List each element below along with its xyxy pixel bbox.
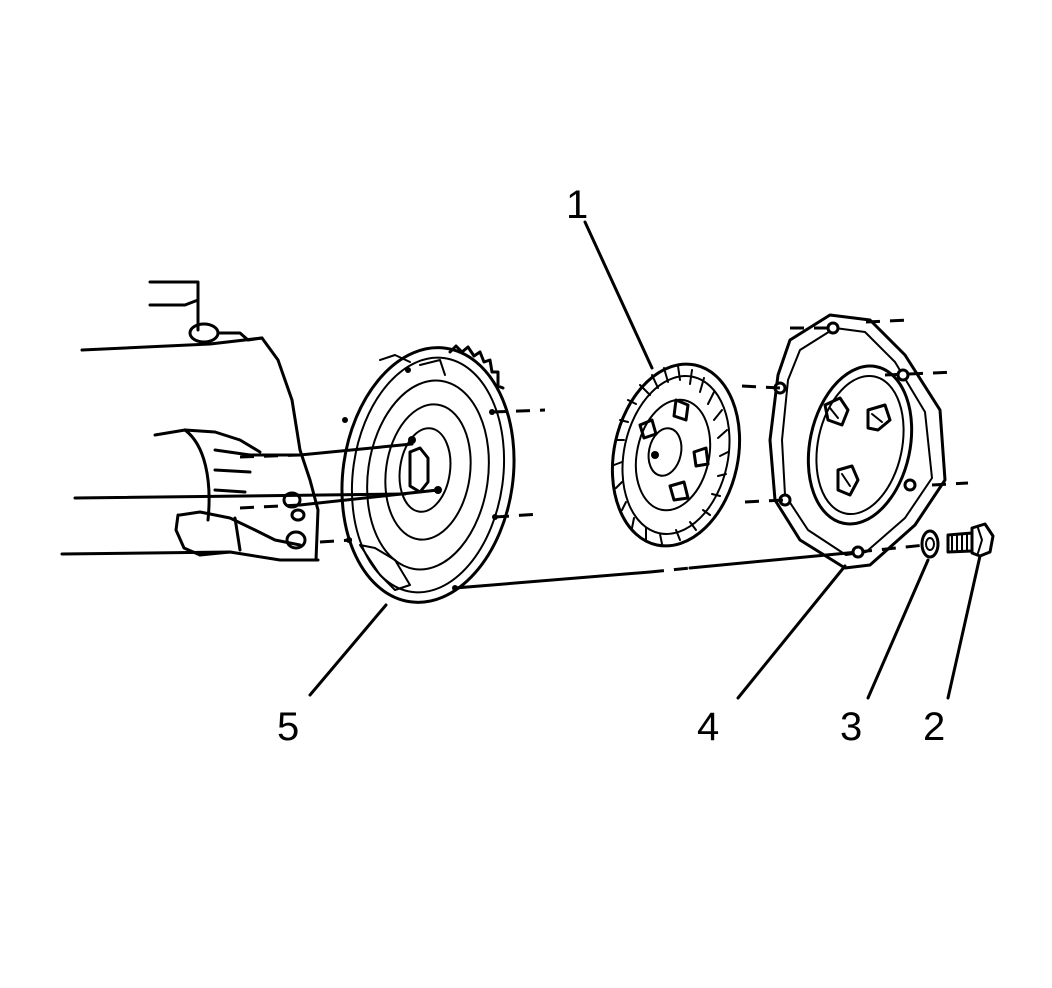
leader-lines <box>308 220 982 700</box>
engine-block <box>60 280 407 562</box>
flywheel <box>340 344 516 604</box>
pressure-plate <box>768 313 947 570</box>
callout-1-label: 1 <box>566 183 588 227</box>
callout-2-label: 2 <box>923 705 945 749</box>
callout-5-label: 5 <box>277 705 299 749</box>
bolt <box>946 522 995 558</box>
callout-4-label: 4 <box>697 705 719 749</box>
washer <box>920 529 940 559</box>
alignment-lines <box>239 408 926 590</box>
clutch-disc <box>610 362 742 548</box>
pressure-plate-alignment-lines <box>741 318 969 504</box>
callout-3-label: 3 <box>840 705 862 749</box>
